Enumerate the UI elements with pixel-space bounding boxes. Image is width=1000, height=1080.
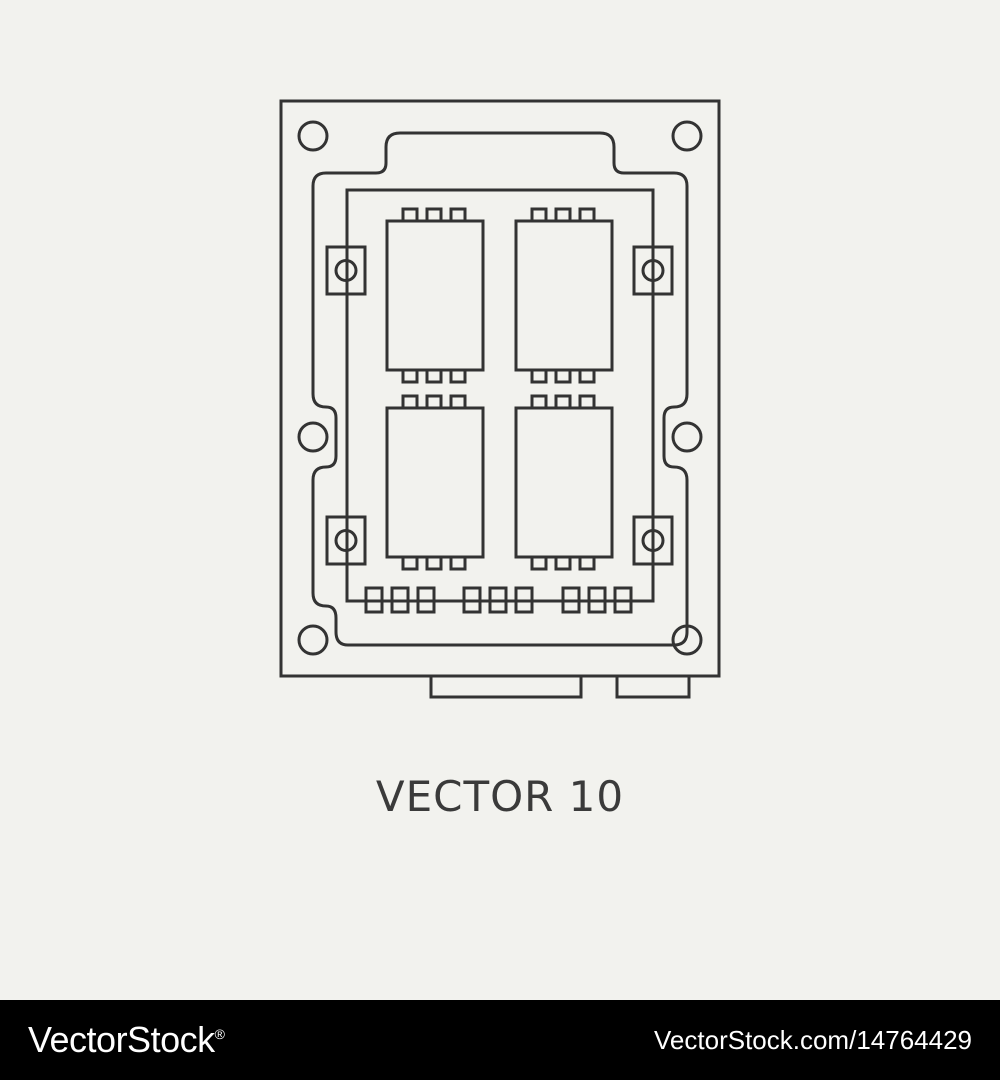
- chip-pin: [554, 555, 572, 571]
- connector-large: [429, 674, 583, 699]
- memory-chip: [514, 219, 614, 372]
- outer-trace: [311, 131, 689, 647]
- chip-pin: [554, 207, 572, 223]
- chip-pin: [530, 394, 548, 410]
- chip-pin: [554, 394, 572, 410]
- chip-pin: [530, 368, 548, 384]
- memory-chip: [514, 406, 614, 559]
- mounting-hole: [297, 421, 329, 453]
- chip-pin: [401, 368, 419, 384]
- component-pad: [325, 515, 367, 566]
- mounting-hole: [671, 120, 703, 152]
- chip-pin: [425, 368, 443, 384]
- resistor: [514, 586, 534, 614]
- resistor: [364, 586, 384, 614]
- pad-hole: [334, 259, 358, 282]
- chip-pin: [530, 207, 548, 223]
- resistor: [390, 586, 410, 614]
- mounting-hole: [297, 120, 329, 152]
- chip-pin: [401, 555, 419, 571]
- chip-pin: [578, 555, 596, 571]
- brand-name: VectorStock: [28, 1019, 215, 1060]
- chip-pin: [578, 207, 596, 223]
- resistor: [462, 586, 482, 614]
- memory-chip: [385, 219, 485, 372]
- chip-pin: [449, 207, 467, 223]
- pad-hole: [641, 529, 665, 552]
- resistor: [416, 586, 436, 614]
- registered-mark: ®: [214, 1026, 225, 1042]
- chip-pin: [449, 555, 467, 571]
- component-pad: [632, 515, 674, 566]
- connector-small: [615, 674, 691, 699]
- inner-trace: [345, 188, 655, 603]
- memory-chip: [385, 406, 485, 559]
- pad-hole: [641, 259, 665, 282]
- chip-pin: [554, 368, 572, 384]
- component-pad: [325, 245, 367, 296]
- circuit-board-icon: [279, 99, 721, 699]
- mounting-hole: [671, 421, 703, 453]
- chip-pin: [530, 555, 548, 571]
- chip-pin: [449, 394, 467, 410]
- chip-pin: [578, 368, 596, 384]
- mounting-hole: [297, 624, 329, 656]
- chip-pin: [449, 368, 467, 384]
- component-pad: [632, 245, 674, 296]
- stock-url: VectorStock.com/14764429: [654, 1024, 972, 1055]
- chip-pin: [401, 207, 419, 223]
- chip-pin: [425, 394, 443, 410]
- illustration-canvas: VECTOR 10: [279, 99, 721, 821]
- resistor: [561, 586, 581, 614]
- resistor: [587, 586, 607, 614]
- caption-text: VECTOR 10: [375, 772, 625, 821]
- chip-pin: [425, 207, 443, 223]
- resistor: [613, 586, 633, 614]
- watermark-footer: VectorStock® VectorStock.com/14764429: [0, 1000, 1000, 1080]
- chip-pin: [425, 555, 443, 571]
- pad-hole: [334, 529, 358, 552]
- resistor: [488, 586, 508, 614]
- vectorstock-logo: VectorStock®: [28, 1019, 225, 1061]
- chip-pin: [578, 394, 596, 410]
- chip-pin: [401, 394, 419, 410]
